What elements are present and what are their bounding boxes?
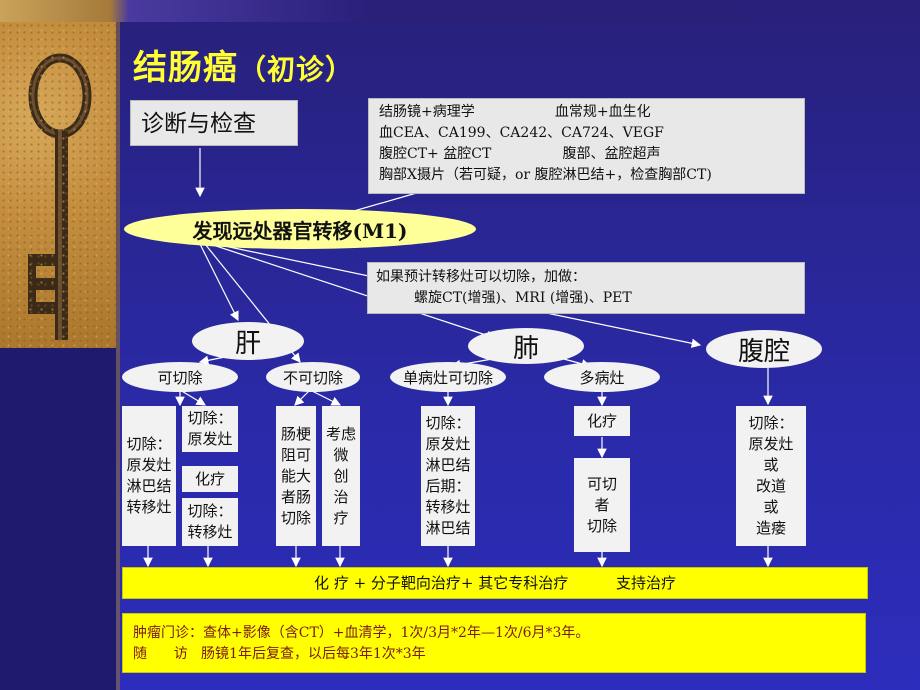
lung-resect-box: 切除： 原发灶 淋巴结 后期： 转移灶 淋巴结 xyxy=(421,406,475,546)
exam-line-1: 结肠镜+病理学 血常规+血生化 xyxy=(379,104,651,120)
key-image xyxy=(0,22,116,348)
exam-list-box: 结肠镜+病理学 血常规+血生化 血CEA、CA199、CA242、CA724、V… xyxy=(368,98,805,194)
lung-single-node: 单病灶可切除 xyxy=(390,362,506,392)
slide-title: 结肠癌（初诊） xyxy=(133,40,354,89)
liver-resect-all-box: 切除： 原发灶 淋巴结 转移灶 xyxy=(122,406,176,546)
abdomen-treatment-box: 切除： 原发灶 或 改道 或 造瘘 xyxy=(736,406,806,546)
liver-unresectable-node: 不可切除 xyxy=(266,362,360,392)
exam-line-2: 血CEA、CA199、CA242、CA724、VEGF xyxy=(379,125,664,141)
liver-minimally-invasive-box: 考虑 微 创 治 疗 xyxy=(322,406,360,546)
liver-resectable-node: 可切除 xyxy=(122,362,238,392)
lung-multiple-node: 多病灶 xyxy=(544,362,660,392)
organ-abdomen: 腹腔 xyxy=(706,330,822,368)
followup-box: 肿瘤门诊：查体+影像（含CT）+血清学，1次/3月*2年—1次/6月*3年。 随… xyxy=(122,613,866,673)
top-decor-bar xyxy=(0,0,920,22)
side-divider xyxy=(116,22,120,690)
followup-line-1: 肿瘤门诊：查体+影像（含CT）+血清学，1次/3月*2年—1次/6月*3年。 xyxy=(133,625,590,641)
organ-lung: 肺 xyxy=(468,328,584,364)
lung-resect-if-possible-box: 可切 者 切除 xyxy=(574,458,630,552)
m1-metastasis-node: 发现远处器官转移(M1) xyxy=(124,209,476,249)
note-line-1: 如果预计转移灶可以切除，加做： xyxy=(376,269,586,285)
resectable-note-box: 如果预计转移灶可以切除，加做： 螺旋CT(增强)、MRI (增强)、PET xyxy=(367,262,805,314)
diagnosis-box: 诊断与检查 xyxy=(130,100,298,146)
therapy-bar: 化 疗 + 分子靶向治疗+ 其它专科治疗 支持治疗 xyxy=(122,567,868,599)
followup-line-2: 随 访 肠镜1年后复查，以后每3年1次*3年 xyxy=(133,646,426,662)
liver-resect-primary-box: 切除： 原发灶 xyxy=(182,406,238,452)
title-main: 结肠癌 xyxy=(133,48,238,88)
exam-line-4: 胸部X摄片（若可疑，or 腹腔淋巴结+，检查胸部CT) xyxy=(379,167,712,183)
liver-chemo-box: 化疗 xyxy=(182,466,238,492)
lung-chemo-box: 化疗 xyxy=(574,406,630,436)
liver-bowel-resection-box: 肠梗 阻可 能大 者肠 切除 xyxy=(276,406,316,546)
note-line-2: 螺旋CT(增强)、MRI (增强)、PET xyxy=(414,290,632,306)
exam-line-3: 腹腔CT+ 盆腔CT 腹部、盆腔超声 xyxy=(379,146,661,162)
title-sub: （初诊） xyxy=(238,53,355,86)
organ-liver: 肝 xyxy=(192,322,304,360)
liver-resect-metastasis-box: 切除： 转移灶 xyxy=(182,498,238,546)
